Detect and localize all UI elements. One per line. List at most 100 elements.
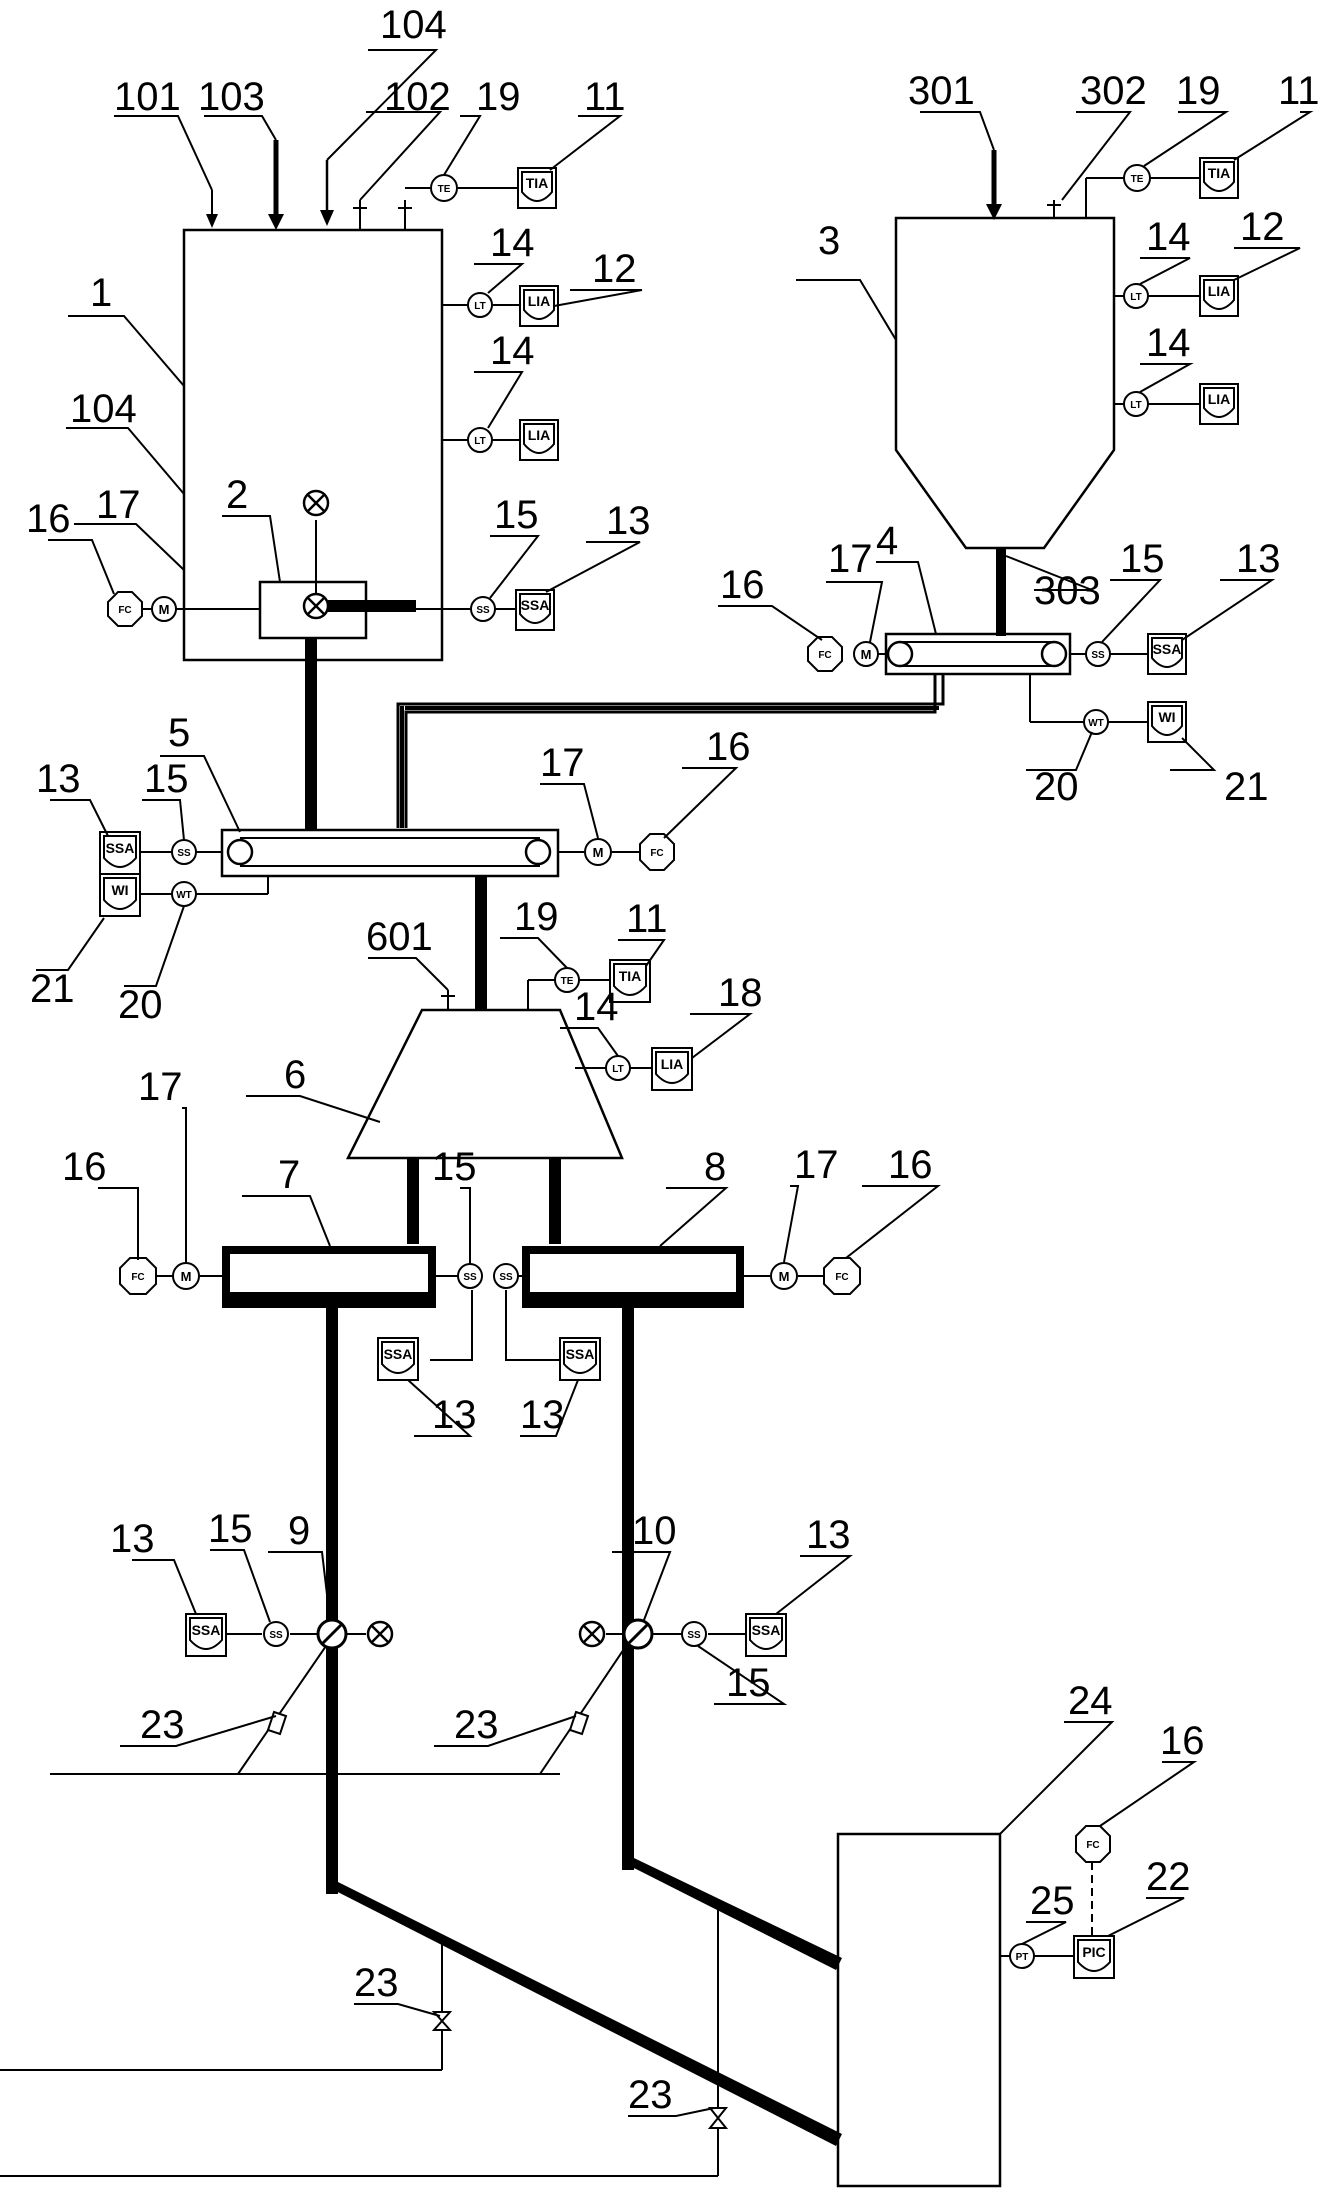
svg-text:LT: LT [474, 436, 485, 447]
label-24: 24 [1068, 1679, 1113, 1723]
svg-text:SS: SS [687, 1630, 701, 1641]
label-14-hopper6: 14 [574, 985, 619, 1029]
ssa-display-5: SSA [99, 831, 141, 875]
label-17-conv4: 17 [828, 537, 873, 581]
te-bubble-19b: TE [1123, 164, 1151, 192]
ss-bubble-8: SS [493, 1263, 519, 1289]
label-8: 8 [704, 1145, 726, 1189]
label-19-tank1: 19 [476, 75, 521, 119]
ssa-display-8: SSA [559, 1337, 601, 1381]
valve-10 [578, 1618, 746, 1650]
label-103: 103 [198, 75, 265, 119]
branch-lines-lower [0, 1902, 729, 2177]
ss-bubble-10: SS [681, 1621, 707, 1647]
svg-text:PT: PT [1016, 1952, 1029, 1963]
label-18: 18 [718, 971, 763, 1015]
tia-display-3: TIA [1199, 157, 1239, 199]
fc-octagon-5: FC [639, 833, 675, 871]
drop-lines [326, 1306, 842, 2146]
svg-text:FC: FC [1086, 1840, 1099, 1851]
label-23-lower-right: 23 [628, 2073, 673, 2117]
label-15-conv5: 15 [144, 757, 189, 801]
label-19-tank3: 19 [1176, 69, 1221, 113]
label-22: 22 [1146, 1855, 1191, 1899]
label-104-top: 104 [380, 3, 447, 47]
label-102: 102 [384, 75, 451, 119]
label-12-tank3: 12 [1240, 205, 1285, 249]
svg-text:LT: LT [1130, 292, 1141, 303]
ss-bubble-2: SS [470, 596, 496, 622]
label-25: 25 [1030, 1879, 1075, 1923]
label-9: 9 [288, 1509, 310, 1553]
svg-text:SS: SS [463, 1272, 477, 1283]
lt-bubble-1b: LT [467, 427, 493, 453]
fc-octagon-8: FC [823, 1257, 861, 1295]
lia-display-3a: LIA [1199, 275, 1239, 317]
wi-display-4: WI [1147, 701, 1187, 743]
pt-bubble-25: PT [1009, 1943, 1035, 1969]
svg-text:FC: FC [650, 848, 663, 859]
pic-display-22: PIC [1073, 1935, 1115, 1979]
label-3: 3 [818, 219, 840, 263]
ss-bubble-7: SS [457, 1263, 483, 1289]
svg-text:SS: SS [177, 848, 191, 859]
svg-text:TE: TE [1131, 174, 1144, 185]
label-16-feeder8: 16 [888, 1143, 933, 1187]
label-5: 5 [168, 711, 190, 755]
hopper-6 [345, 979, 652, 1244]
svg-text:M: M [861, 647, 872, 662]
lt-bubble-3a: LT [1123, 283, 1149, 309]
motor-4: M [853, 641, 879, 667]
fc-octagon-24: FC [1075, 1825, 1111, 1863]
ss-bubble-4: SS [1085, 641, 1111, 667]
chute-5-to-6 [475, 876, 487, 1010]
label-23-right: 23 [454, 1703, 499, 1747]
label-7: 7 [278, 1153, 300, 1197]
label-16-feeder7: 16 [62, 1145, 107, 1189]
wt-bubble-4: WT [1083, 709, 1109, 735]
svg-text:M: M [779, 1269, 790, 1284]
label-104-side: 104 [70, 387, 137, 431]
chute-1-to-5 [305, 638, 317, 830]
feeder-8 [496, 1246, 826, 1361]
label-13-valve9: 13 [110, 1517, 155, 1561]
label-302: 302 [1080, 69, 1147, 113]
label-15-valve10: 15 [726, 1661, 771, 1705]
label-16-vessel: 16 [1160, 1719, 1205, 1763]
wi-display-5: WI [99, 873, 141, 917]
label-19-hopper6: 19 [514, 895, 559, 939]
label-11-hopper6: 11 [626, 897, 668, 941]
label-14-tank3a: 14 [1146, 215, 1191, 259]
label-6: 6 [284, 1053, 306, 1097]
svg-text:TIA: TIA [1208, 165, 1231, 181]
svg-text:SSA: SSA [1153, 641, 1182, 657]
label-2: 2 [226, 473, 248, 517]
label-13-tank1: 13 [606, 499, 651, 543]
svg-text:SS: SS [476, 605, 490, 616]
lia-display-3b: LIA [1199, 383, 1239, 425]
svg-text:LIA: LIA [1208, 391, 1231, 407]
fc-octagon-2: FC [107, 591, 143, 627]
label-11-tank1: 11 [584, 75, 626, 119]
svg-text:TE: TE [438, 184, 451, 195]
label-16-conv5: 16 [706, 725, 751, 769]
motor-5: M [584, 838, 612, 866]
label-13-feeder8: 13 [520, 1393, 565, 1437]
svg-text:TIA: TIA [526, 175, 549, 191]
svg-text:SSA: SSA [566, 1346, 595, 1362]
ssa-display-7: SSA [377, 1337, 419, 1381]
svg-text:WI: WI [1158, 709, 1175, 725]
svg-text:LIA: LIA [661, 1056, 684, 1072]
label-23-lower-left: 23 [354, 1961, 399, 2005]
label-14-tank3b: 14 [1146, 321, 1191, 365]
label-13-conv5: 13 [36, 757, 81, 801]
svg-text:LT: LT [612, 1064, 623, 1075]
chute-4-to-5 [396, 674, 945, 828]
label-4: 4 [876, 519, 898, 563]
label-12-tank1: 12 [592, 247, 637, 291]
label-13-feeder7: 13 [432, 1393, 477, 1437]
ssa-display-2: SSA [515, 589, 555, 631]
svg-text:LIA: LIA [528, 293, 551, 309]
ssa-display-9: SSA [185, 1613, 227, 1657]
